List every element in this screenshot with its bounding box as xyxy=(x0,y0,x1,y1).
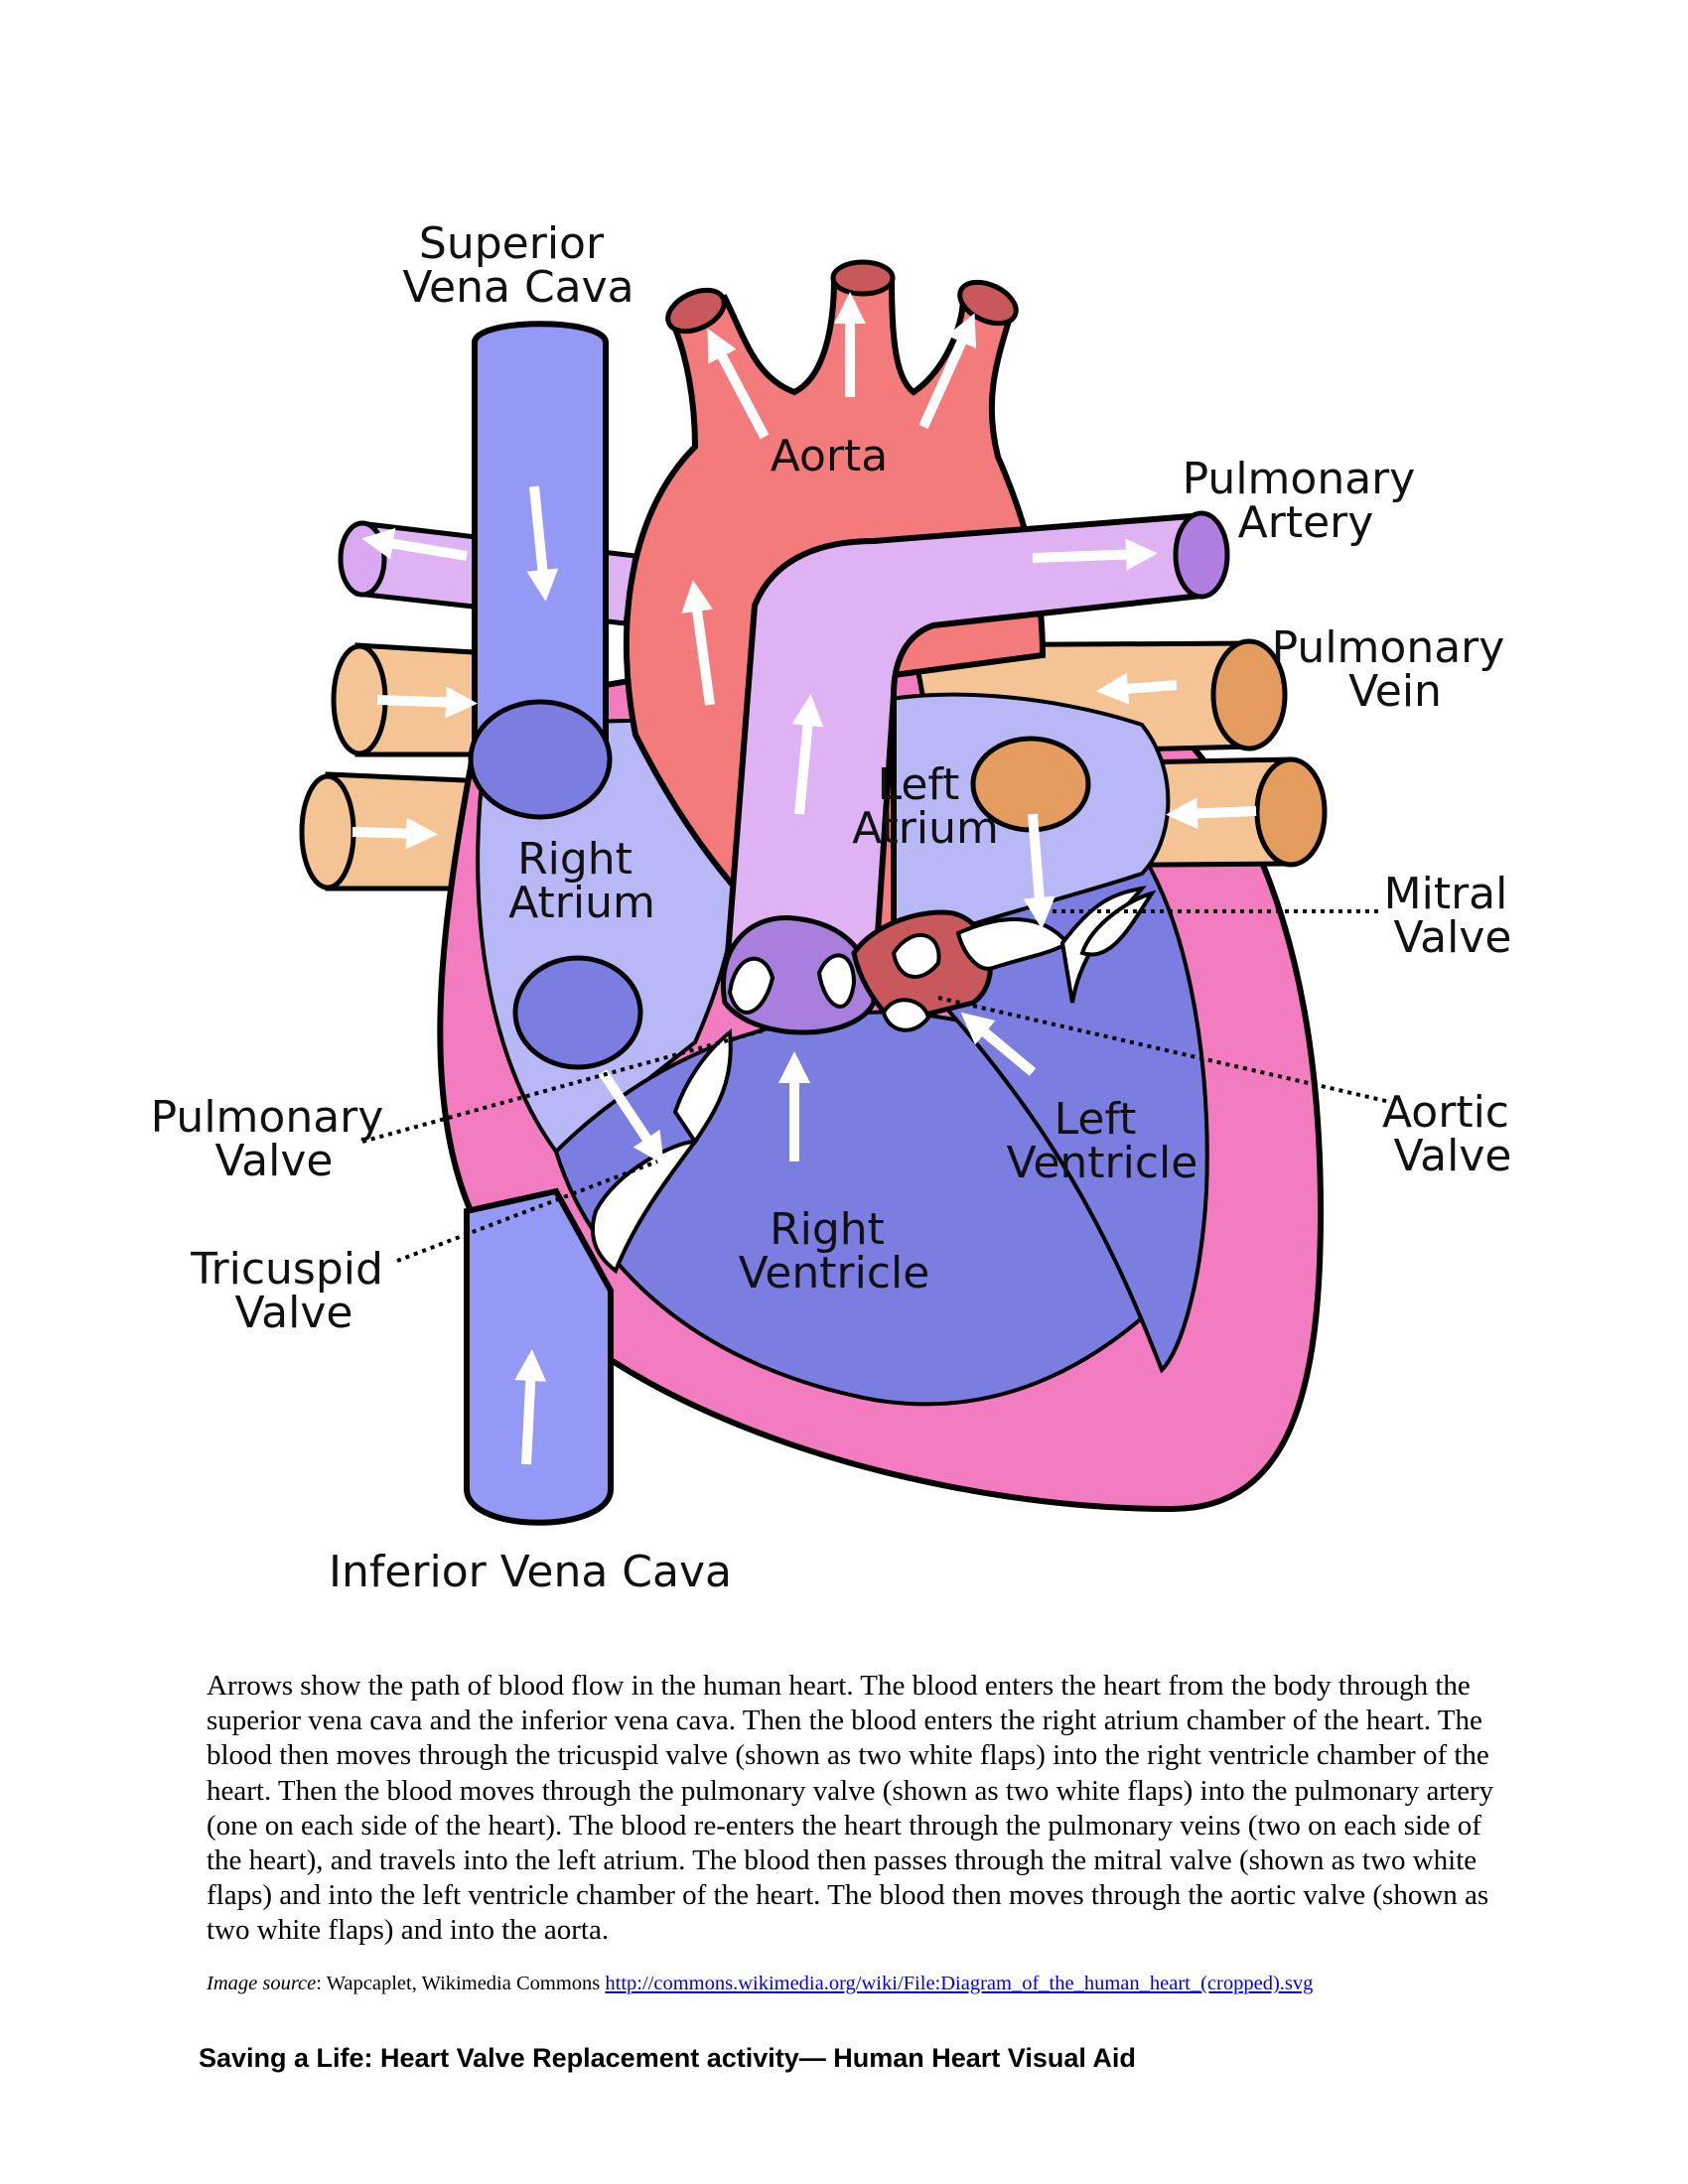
label-mitral-valve: Mitral Valve xyxy=(1384,869,1522,963)
tricuspid-valve xyxy=(590,1028,733,1275)
label-pulmonary-vein: Pulmonary Vein xyxy=(1272,622,1519,717)
pulmonary-artery xyxy=(721,512,1205,996)
leader-lines xyxy=(361,909,1391,1263)
label-inferior-vena-cava: Inferior Vena Cava xyxy=(329,1547,732,1597)
diagram-caption: Arrows show the path of blood flow in th… xyxy=(207,1670,1494,1947)
label-aortic-valve: Aortic Valve xyxy=(1382,1087,1523,1181)
image-source-label: Image source xyxy=(207,1973,317,1994)
page-footer-title: Saving a Life: Heart Valve Replacement a… xyxy=(199,2043,1136,2073)
coronary-sinus-opening xyxy=(512,955,643,1070)
label-pulmonary-artery: Pulmonary Artery xyxy=(1183,454,1430,548)
label-left-atrium: Left Atrium xyxy=(852,759,999,854)
label-tricuspid-valve: Tricuspid Valve xyxy=(190,1244,397,1338)
label-pulmonary-valve: Pulmonary Valve xyxy=(151,1092,398,1186)
image-source-text: : Wapcaplet, Wikimedia Commons xyxy=(316,1973,606,1994)
heart-diagram: Superior Vena Cava Aorta Pulmonary Arter… xyxy=(151,218,1523,1597)
label-aorta: Aorta xyxy=(771,431,889,481)
flow-arrows xyxy=(352,291,1257,1465)
label-right-atrium: Right Atrium xyxy=(508,834,655,928)
image-source-link[interactable]: http://commons.wikimedia.org/wiki/File:D… xyxy=(605,1973,1314,1994)
pulmonary-valve xyxy=(721,914,877,1035)
label-left-ventricle: Left Ventricle xyxy=(1007,1094,1198,1188)
image-source-line: Image source: Wapcaplet, Wikimedia Commo… xyxy=(207,1973,1597,1995)
label-superior-vena-cava: Superior Vena Cava xyxy=(402,218,633,313)
label-right-ventricle: Right Ventricle xyxy=(739,1204,930,1298)
mitral-valve xyxy=(955,886,1157,1004)
